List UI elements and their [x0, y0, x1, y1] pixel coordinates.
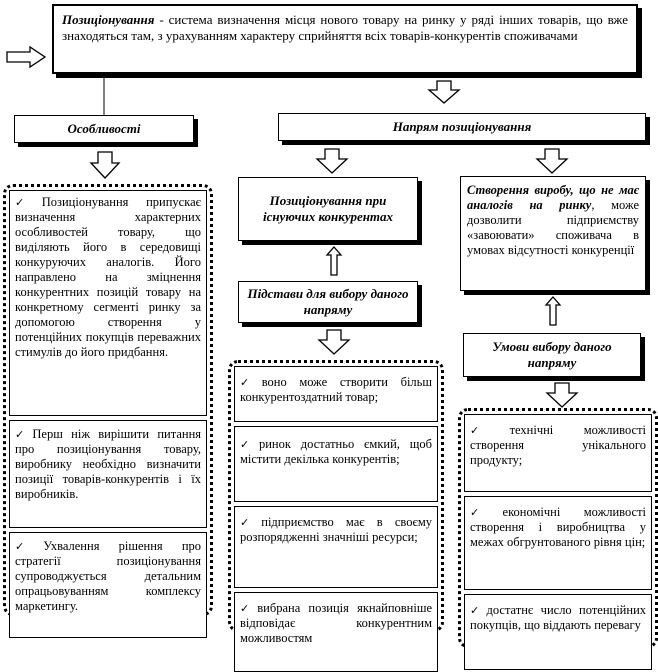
definition-term: Позиціонування: [62, 12, 155, 27]
check-icon: ✓: [470, 506, 500, 519]
grounds-list: ✓воно може створити більш конкурентоздат…: [228, 360, 444, 672]
list-item: ✓вибрана позиція якнайповніше відповідає…: [234, 592, 438, 672]
check-icon: ✓: [240, 376, 259, 389]
list-item: ✓Перш ніж вирішити питання про позиціону…: [9, 420, 207, 528]
block-arrow-icon: [89, 151, 121, 179]
check-icon: ✓: [15, 428, 30, 441]
list-item: ✓технічні можливості створення унікально…: [464, 414, 652, 492]
block-arrow-icon: [535, 148, 569, 174]
block-arrow-icon: [427, 80, 461, 104]
block-arrow-icon: [545, 382, 579, 408]
block-arrow-icon: [317, 329, 351, 355]
list-item: ✓підприємство має в своєму розпорядженні…: [234, 506, 438, 588]
list-item: ✓воно може створити більш конкурентоздат…: [234, 366, 438, 422]
block-arrow-icon: [315, 148, 349, 174]
conditions-list: ✓технічні можливості створення унікально…: [458, 408, 658, 670]
existing-competitors-box: Позиціонування при існуючих конкурентах: [238, 177, 418, 241]
unique-product-text: , може дозволити підприємству «завоювати…: [467, 198, 639, 257]
block-arrow-icon: [325, 246, 343, 276]
features-list: ✓Позиціонування припускає визначення хар…: [3, 184, 213, 638]
check-icon: ✓: [240, 438, 256, 451]
features-title: Особливості: [14, 115, 194, 143]
conditions-title: Умови вибору даного напряму: [463, 333, 641, 377]
block-arrow-icon: [544, 296, 562, 326]
list-item: ✓ринок достатньо ємкий, щоб містити декі…: [234, 426, 438, 502]
check-icon: ✓: [240, 602, 255, 615]
check-icon: ✓: [470, 424, 507, 437]
block-arrow-icon: [6, 45, 47, 69]
check-icon: ✓: [15, 540, 41, 553]
connector-line: [103, 76, 105, 115]
grounds-title: Підстави для вибору даного напряму: [238, 281, 418, 323]
check-icon: ✓: [470, 604, 484, 617]
unique-product-box: Створення виробу, що не має аналогів на …: [460, 176, 646, 291]
list-item: ✓Ухвалення рішення про стратегії позиціо…: [9, 532, 207, 638]
list-item: ✓достатнє число потенційних покупців, що…: [464, 594, 652, 670]
definition-text: - система визначення місця нового товару…: [62, 12, 628, 43]
list-item: ✓економічні можливості створення і вироб…: [464, 496, 652, 590]
definition-box: Позиціонування - система визначення місц…: [52, 4, 638, 74]
check-icon: ✓: [15, 196, 39, 209]
list-item: ✓Позиціонування припускає визначення хар…: [9, 190, 207, 416]
check-icon: ✓: [240, 516, 259, 529]
direction-title: Напрям позиціонування: [278, 113, 646, 141]
unique-product-title: Створення виробу, що не має аналогів на …: [467, 183, 639, 212]
